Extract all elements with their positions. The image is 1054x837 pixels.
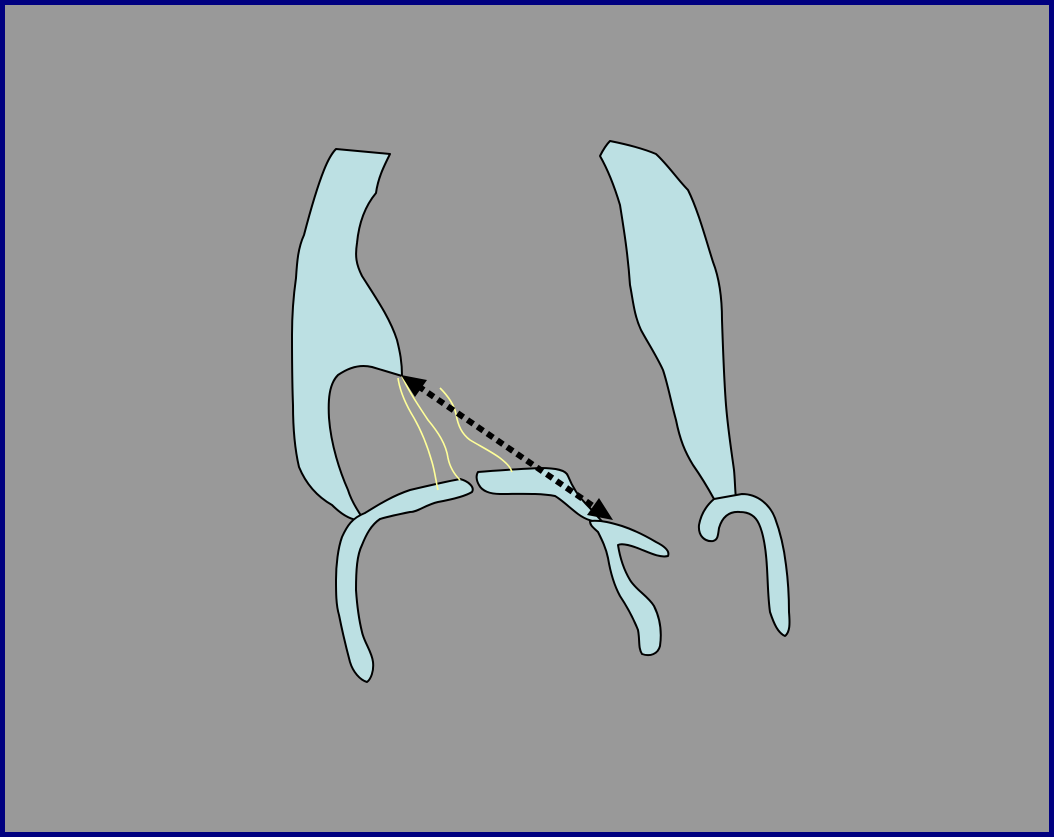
right-branch <box>590 521 668 655</box>
right-tissue-segment <box>600 141 736 499</box>
middle-fragment <box>477 468 604 523</box>
right-duct <box>699 494 790 636</box>
left-tissue-segment <box>292 149 402 520</box>
fiber-line <box>440 388 512 472</box>
